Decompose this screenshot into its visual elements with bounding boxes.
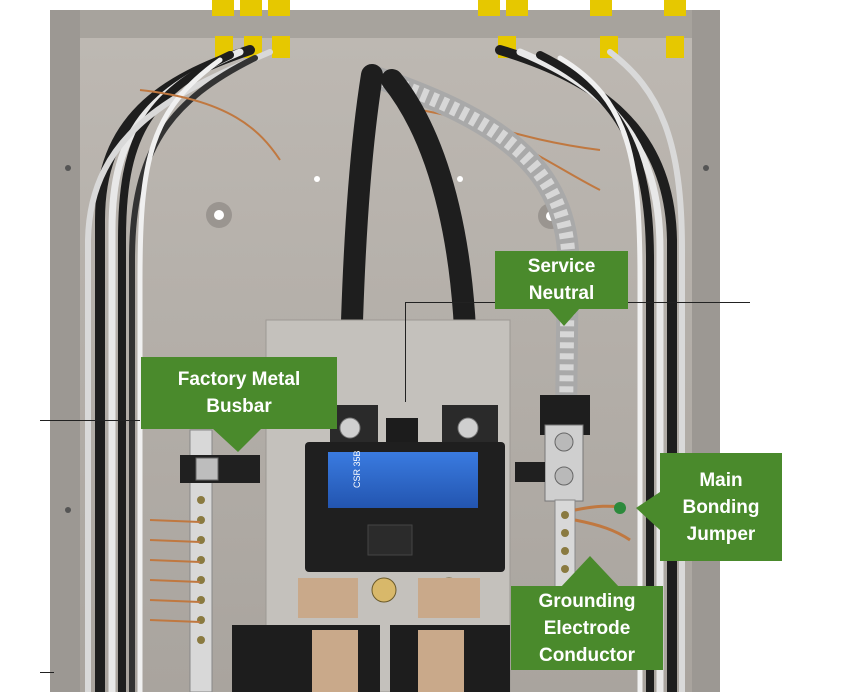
bonding-screw <box>614 502 626 514</box>
factory-busbar-pointer <box>212 428 262 452</box>
service-neutral-callout: Service Neutral <box>495 251 628 309</box>
enclosure-left-wall <box>50 10 80 692</box>
factory-busbar-line2: Busbar <box>206 396 272 417</box>
service-neutral-line1: Service <box>527 256 596 277</box>
right-wire-bundle <box>495 45 685 692</box>
right-busbar-screws <box>561 511 569 573</box>
service-neutral-pointer <box>548 308 580 326</box>
factory-busbar-callout: Factory Metal Busbar <box>141 357 337 429</box>
enclosure-top-edge <box>50 10 720 38</box>
bonding-jumper-pointer <box>636 492 660 530</box>
grounding-electrode-callout: Grounding Electrode Conductor <box>511 586 663 670</box>
breaker-label-plate <box>328 452 478 508</box>
bottom-left-tick <box>40 672 54 673</box>
service-neutral-leader-v <box>405 302 406 402</box>
left-wire-bundle <box>85 45 273 692</box>
breaker-label-text: CSR 35B <box>352 450 362 488</box>
enclosure-right-wall <box>692 10 720 692</box>
left-copper-grounds <box>149 519 201 623</box>
grounding-electrode-pointer <box>560 556 620 588</box>
main-bonding-jumper-callout: Main Bonding Jumper <box>660 453 782 561</box>
main-bonding-line2: Bonding <box>682 496 760 518</box>
breaker-handle <box>367 524 413 556</box>
grounding-electrode-line2: Electrode <box>543 617 631 639</box>
grounding-electrode-line3: Conductor <box>538 644 636 666</box>
main-bonding-line1: Main <box>699 469 743 491</box>
grounding-electrode-line1: Grounding <box>538 590 636 612</box>
factory-busbar-line1: Factory Metal <box>177 369 301 390</box>
main-bonding-line3: Jumper <box>686 523 756 545</box>
main-lugs <box>330 405 498 445</box>
factory-busbar-leader <box>40 420 140 421</box>
branch-breakers <box>232 577 510 692</box>
service-neutral-line2: Neutral <box>528 283 595 304</box>
